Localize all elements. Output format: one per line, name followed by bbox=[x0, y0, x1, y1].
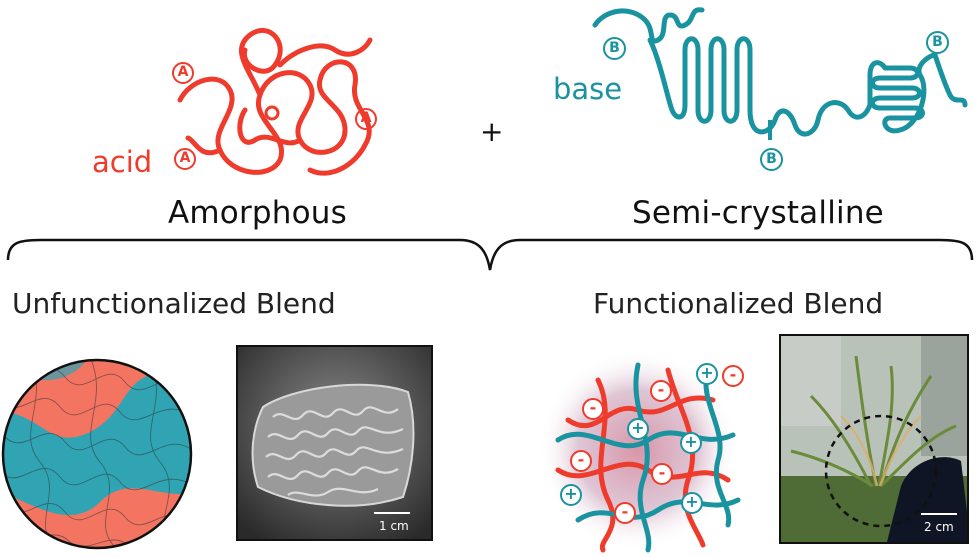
curly-brace bbox=[6, 238, 974, 271]
base-group-badge-1: B bbox=[603, 37, 626, 60]
cation-badge-3: + bbox=[680, 432, 702, 454]
base-group-badge-3: B bbox=[926, 31, 949, 54]
acid-group-badge-1: A bbox=[172, 62, 194, 84]
cation-badge-2: + bbox=[627, 418, 649, 440]
cation-badge-1: + bbox=[696, 363, 718, 385]
anion-badge-1: - bbox=[722, 365, 744, 387]
functionalized-blend-title: Functionalized Blend bbox=[593, 287, 884, 320]
amorphous-polymer-drawing bbox=[177, 27, 373, 176]
unfunctionalized-blend-title: Unfunctionalized Blend bbox=[12, 287, 336, 320]
amorphous-label: Amorphous bbox=[168, 195, 348, 231]
semicrystalline-polymer-drawing bbox=[592, 7, 968, 140]
semicrystalline-label: Semi-crystalline bbox=[632, 195, 884, 231]
phase-separated-blend-circle bbox=[1, 358, 193, 550]
unfunctionalized-film-photo: 1 cm bbox=[236, 345, 433, 541]
acid-group-badge-2: A bbox=[355, 108, 377, 130]
base-group-badge-2: B bbox=[760, 148, 783, 171]
anion-badge-2: - bbox=[650, 380, 672, 402]
film-photo-illustration bbox=[238, 347, 431, 539]
plus-sign: + bbox=[480, 115, 504, 148]
cation-badge-5: + bbox=[681, 492, 703, 514]
base-label: base bbox=[553, 72, 623, 106]
anion-badge-5: - bbox=[651, 463, 673, 485]
functionalized-film-photo: 2 cm bbox=[779, 334, 969, 544]
anion-badge-3: - bbox=[582, 398, 604, 420]
acid-label: acid bbox=[92, 145, 153, 179]
anion-badge-4: - bbox=[570, 450, 592, 472]
cation-badge-4: + bbox=[560, 484, 582, 506]
acid-group-badge-3: A bbox=[174, 148, 196, 170]
anion-badge-6: - bbox=[614, 502, 636, 524]
left-scale-bar-label: 1 cm bbox=[379, 519, 409, 533]
plant-photo-illustration bbox=[781, 336, 967, 542]
right-scale-bar-label: 2 cm bbox=[924, 520, 954, 534]
